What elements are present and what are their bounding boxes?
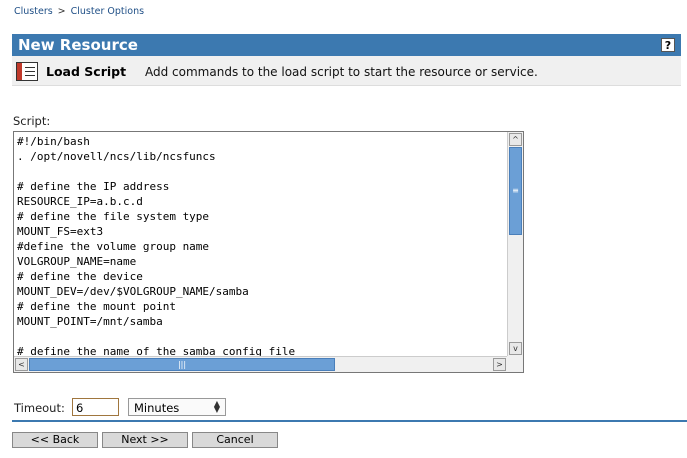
script-content[interactable]: #!/bin/bash . /opt/novell/ncs/lib/ncsfunc… <box>17 134 505 356</box>
script-line: # define the IP address <box>17 180 170 193</box>
script-label: Script: <box>13 114 51 128</box>
timeout-unit-select[interactable]: Minutes ▲▼ <box>128 398 226 416</box>
cancel-button[interactable]: Cancel <box>192 432 278 448</box>
script-line: . /opt/novell/ncs/lib/ncsfuncs <box>17 150 216 163</box>
script-line: #!/bin/bash <box>17 135 90 148</box>
back-button[interactable]: << Back <box>12 432 98 448</box>
script-textarea[interactable]: #!/bin/bash . /opt/novell/ncs/lib/ncsfunc… <box>13 131 524 373</box>
help-button[interactable]: ? <box>661 38 675 52</box>
page-title-bar: New Resource ? <box>12 34 681 56</box>
footer-divider <box>12 420 687 422</box>
horizontal-scrollbar[interactable]: < ||| > <box>14 356 507 372</box>
select-chevron-icon: ▲▼ <box>213 399 221 414</box>
breadcrumb-separator: > <box>57 6 66 17</box>
horizontal-scroll-thumb[interactable]: ||| <box>29 358 335 371</box>
scroll-left-arrow[interactable]: < <box>15 358 28 371</box>
script-line: # define the mount point <box>17 300 176 313</box>
script-line: # define the name of the samba config fi… <box>17 345 296 356</box>
script-line: # define the device <box>17 270 143 283</box>
script-line: RESOURCE_IP=a.b.c.d <box>17 195 143 208</box>
breadcrumb: Clusters > Cluster Options <box>14 6 144 17</box>
next-button[interactable]: Next >> <box>102 432 188 448</box>
scroll-corner <box>507 356 523 372</box>
page-title: New Resource <box>18 36 138 54</box>
scroll-down-arrow[interactable]: v <box>509 342 522 355</box>
timeout-input[interactable]: 6 <box>72 398 119 416</box>
script-line: # define the file system type <box>17 210 210 223</box>
timeout-label: Timeout: <box>14 401 65 415</box>
script-line: MOUNT_DEV=/dev/$VOLGROUP_NAME/samba <box>17 285 249 298</box>
scroll-right-arrow[interactable]: > <box>493 358 506 371</box>
section-header: Load Script Add commands to the load scr… <box>12 56 681 86</box>
load-script-icon <box>16 62 38 81</box>
breadcrumb-cluster-options-link[interactable]: Cluster Options <box>70 6 145 17</box>
section-description: Add commands to the load script to start… <box>145 65 538 79</box>
vertical-scroll-thumb[interactable]: ≡ <box>509 147 522 235</box>
script-line: MOUNT_POINT=/mnt/samba <box>17 315 163 328</box>
script-line: MOUNT_FS=ext3 <box>17 225 104 238</box>
vertical-scrollbar[interactable]: ^ ≡ v <box>507 132 523 356</box>
breadcrumb-clusters-link[interactable]: Clusters <box>14 6 53 17</box>
script-line: #define the volume group name <box>17 240 210 253</box>
scroll-up-arrow[interactable]: ^ <box>509 133 522 146</box>
timeout-unit-value: Minutes <box>134 401 180 415</box>
section-title: Load Script <box>46 64 127 79</box>
script-line <box>17 164 505 179</box>
script-line <box>17 329 505 344</box>
script-line: VOLGROUP_NAME=name <box>17 255 137 268</box>
